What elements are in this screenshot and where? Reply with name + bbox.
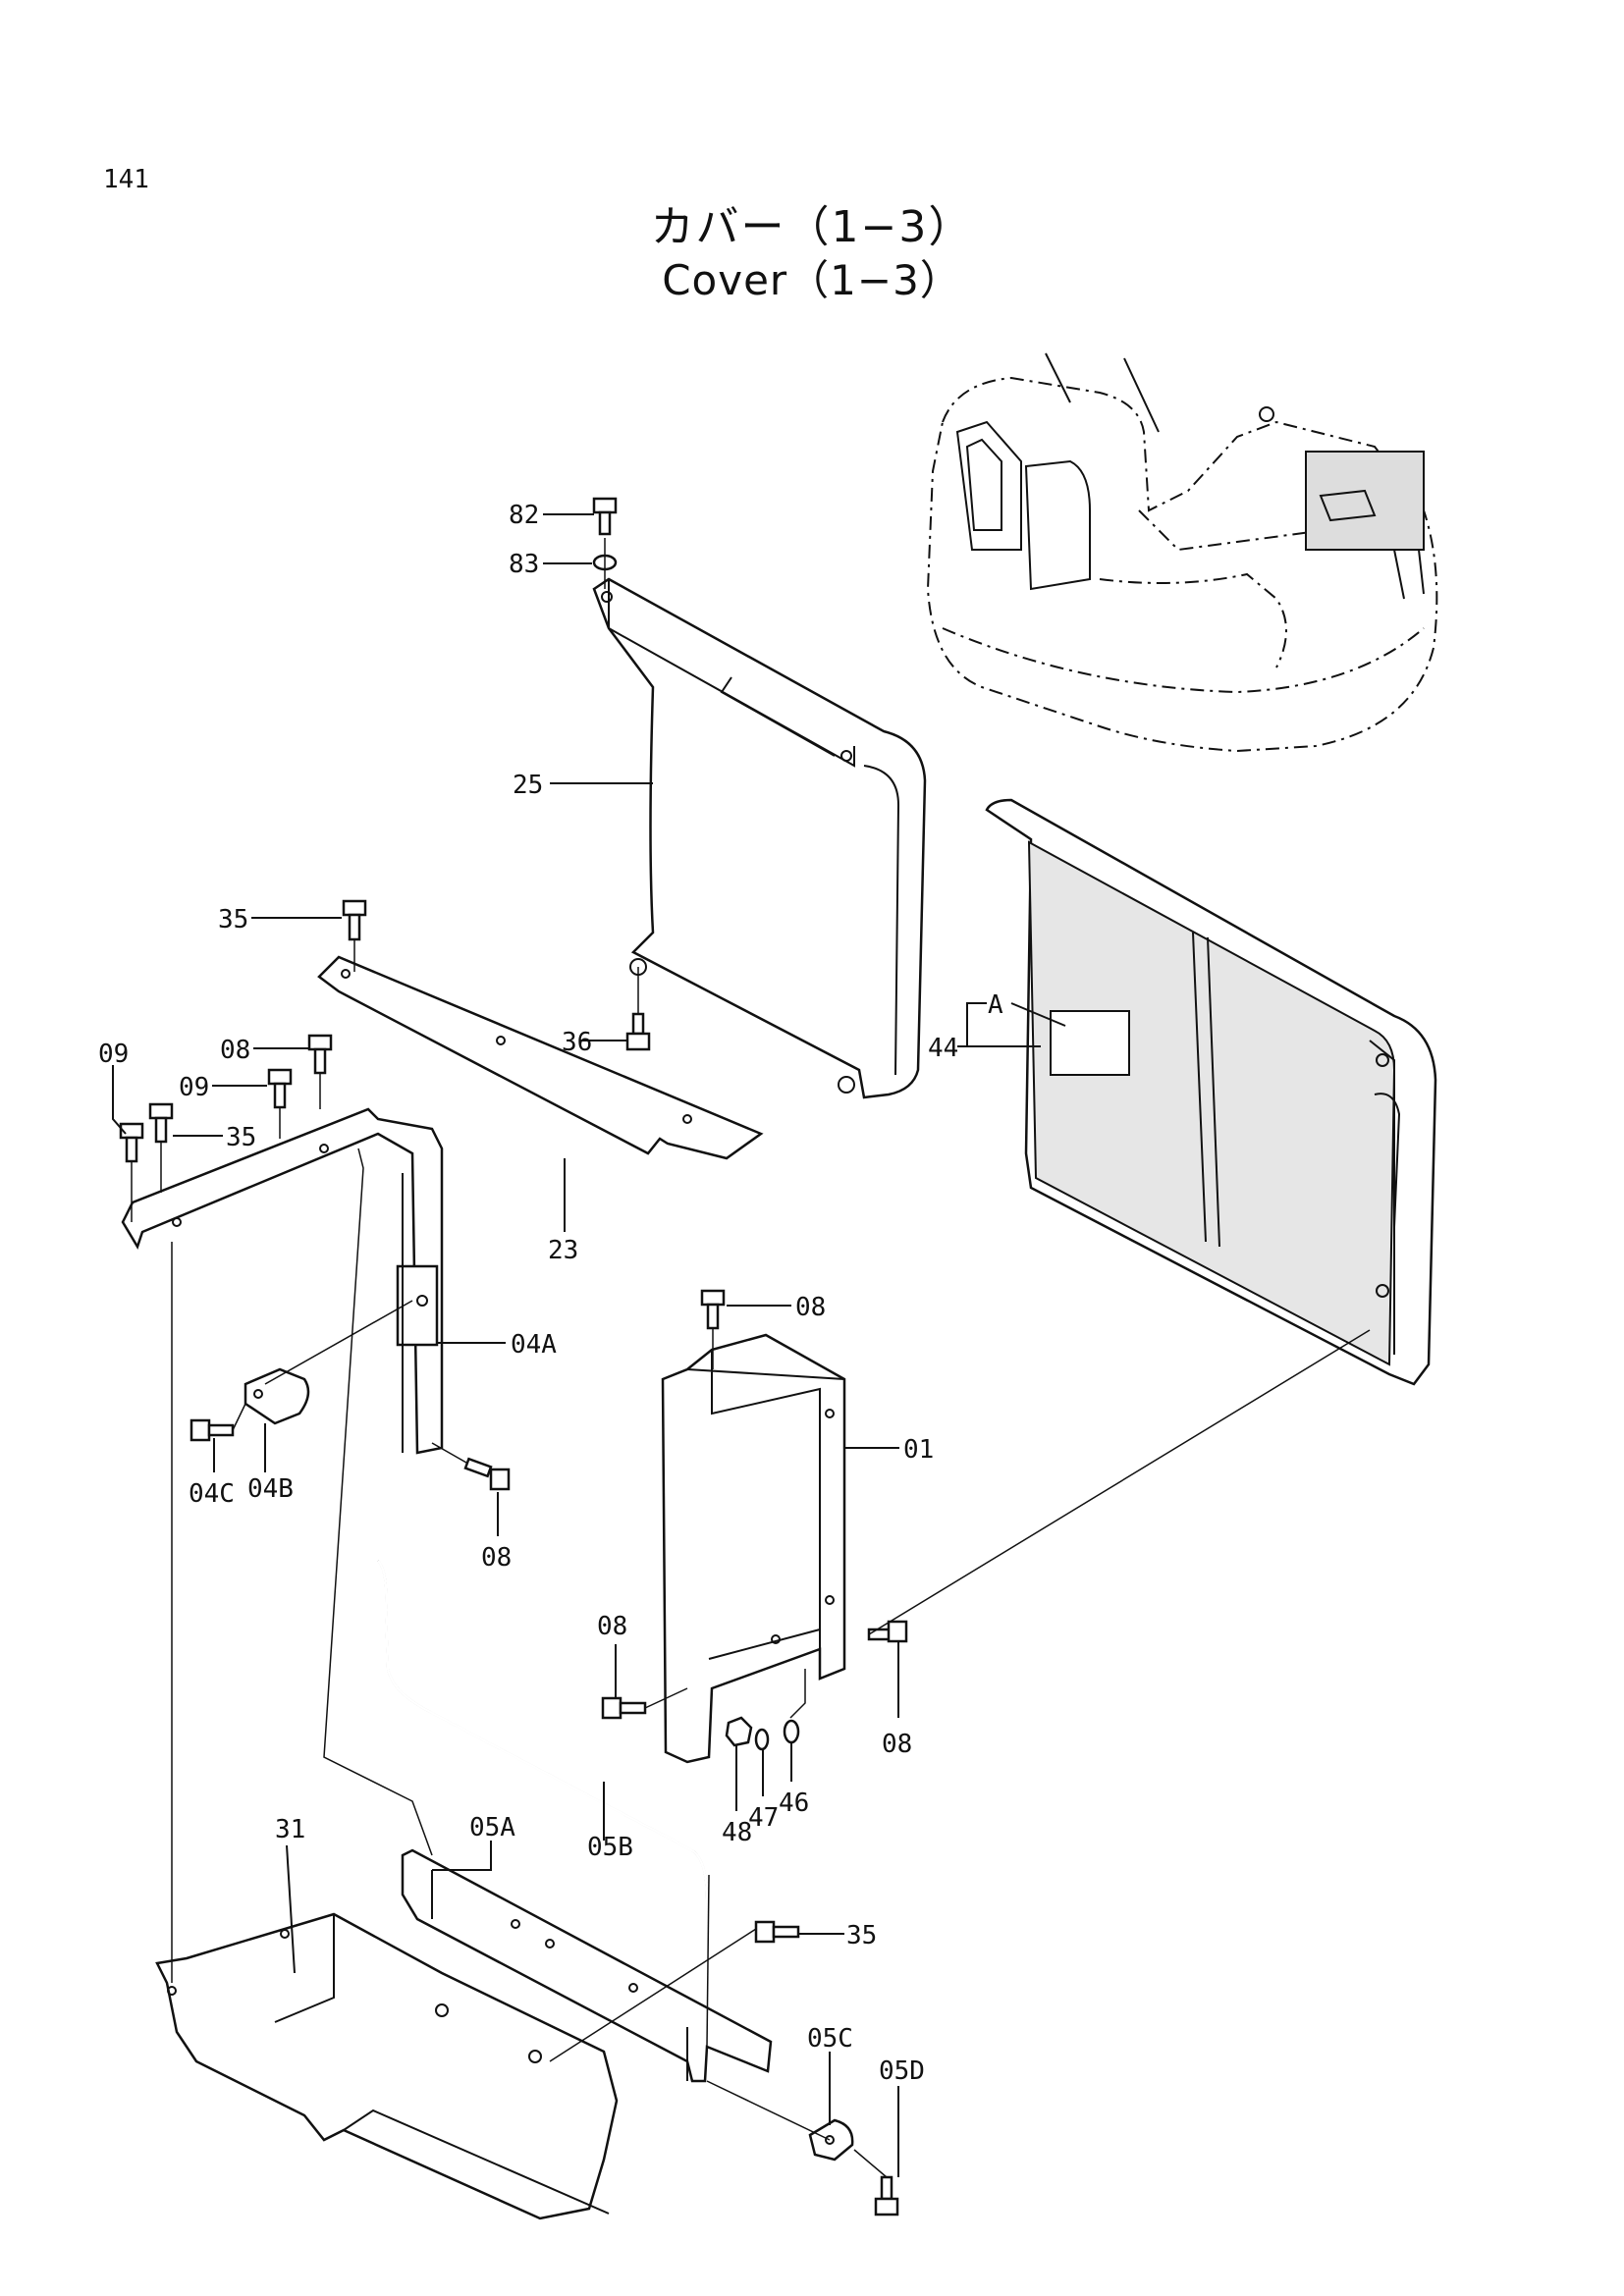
callout-83: 83 [509, 550, 539, 579]
washer-46 [783, 1719, 800, 1744]
callout-08-left-frame: 08 [597, 1612, 627, 1641]
callout-35-bottom: 35 [846, 1921, 877, 1950]
spring-washer-47 [754, 1728, 770, 1751]
bolt-35-mid [148, 1102, 174, 1144]
callout-05c: 05C [807, 2024, 853, 2054]
bolt-08-left [307, 1034, 333, 1075]
callout-04b: 04B [247, 1474, 294, 1504]
part-05c-plate [808, 2118, 854, 2162]
part-05a-bar [401, 1848, 773, 2083]
callout-08-top: 08 [220, 1036, 250, 1065]
callout-08-right-frame: 08 [882, 1730, 912, 1759]
part-23-plate [317, 955, 764, 1160]
bolt-36 [625, 1012, 651, 1051]
bolt-35-top [342, 899, 367, 941]
callout-05d: 05D [879, 2056, 925, 2086]
callout-23: 23 [548, 1236, 578, 1265]
part-05b-rod [377, 1560, 709, 1900]
callout-25: 25 [513, 771, 543, 800]
nut-48 [725, 1716, 753, 1747]
callout-05b: 05B [587, 1833, 633, 1862]
part-01-frame [661, 1333, 846, 1764]
callout-31: 31 [275, 1815, 305, 1844]
bolt-08-top-frame [700, 1289, 726, 1330]
bolt-35-bottom [754, 1920, 800, 1944]
callout-36: 36 [562, 1028, 592, 1057]
callout-48: 48 [722, 1818, 752, 1847]
part-31-cover [155, 1912, 619, 2220]
callout-44: 44 [928, 1034, 958, 1063]
bolt-09-left [119, 1122, 144, 1163]
callout-08-04a: 08 [481, 1543, 512, 1573]
callout-47: 47 [748, 1803, 779, 1833]
callout-05a: 05A [469, 1813, 515, 1842]
callout-09-right: 09 [179, 1073, 209, 1102]
callout-09-left: 09 [98, 1040, 129, 1069]
bolt-82 [592, 497, 618, 536]
bolt-04c [189, 1418, 235, 1442]
bolt-08-left-frame [601, 1696, 647, 1720]
callout-04c: 04C [189, 1479, 235, 1509]
callout-46: 46 [779, 1789, 809, 1818]
part-04b-bracket [244, 1367, 310, 1425]
bolt-08-04a [463, 1457, 511, 1491]
callout-82: 82 [509, 501, 539, 530]
assembly-guide-lines [131, 538, 1371, 2178]
callout-04a: 04A [511, 1330, 557, 1360]
excavator-overview-illustration [926, 352, 1438, 753]
page-title-japanese: カバー（1−3） [650, 202, 974, 252]
leader-lines [112, 513, 1066, 2177]
fasteners [119, 497, 908, 2216]
callout-labels: 82 83 25 35 36 09 08 09 35 23 A 44 08 04… [98, 501, 1003, 2086]
callout-35-mid: 35 [226, 1123, 256, 1152]
page-number: 141 [103, 165, 149, 194]
part-44-cover [985, 798, 1437, 1386]
bolt-05d [874, 2175, 899, 2216]
bolt-09-right [267, 1068, 293, 1109]
callout-35-top: 35 [218, 905, 248, 934]
callout-a: A [988, 990, 1003, 1020]
callout-01: 01 [903, 1435, 934, 1465]
page-title-english: Cover（1−3） [662, 256, 962, 304]
callout-08-frame-top: 08 [795, 1293, 826, 1322]
